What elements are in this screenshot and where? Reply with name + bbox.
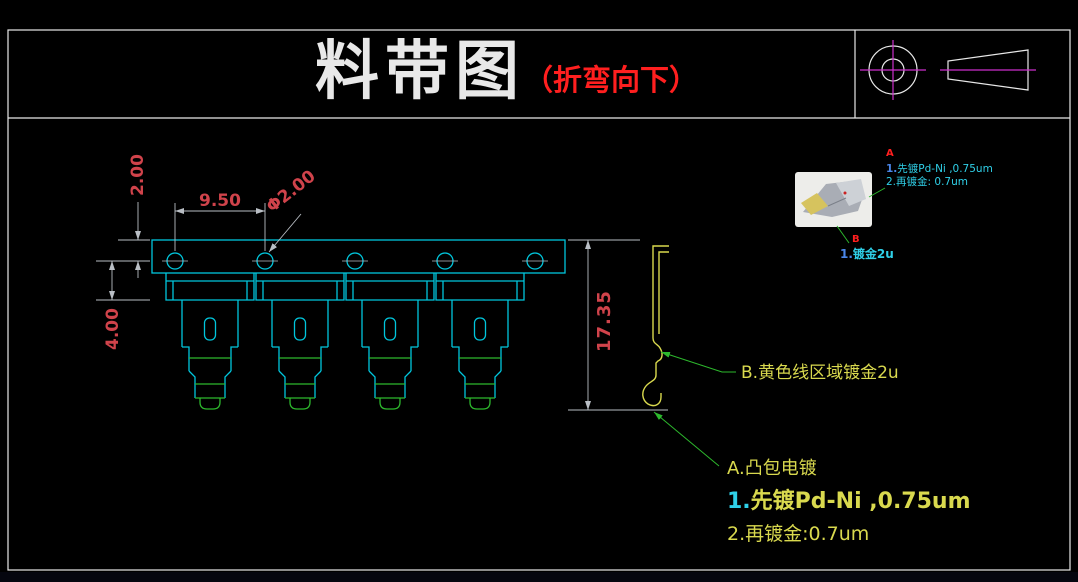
detail-line2: 2.再镀金: 0.7um — [886, 175, 968, 188]
detail-red-mark — [843, 191, 847, 195]
note-a-plating1-num: 1. — [727, 489, 751, 514]
detail-b-note: 1.镀金2u — [840, 246, 894, 261]
page-subtitle: （折弯向下） — [524, 63, 698, 97]
detail-gold-zone — [801, 193, 828, 215]
dim-text-hole-dia: Φ2.00 — [263, 166, 320, 217]
bent-terminal-profile — [642, 245, 669, 407]
page-title: 料带图 — [315, 34, 525, 109]
dim-overall-height: 17.35 — [568, 239, 668, 411]
detail-callout: A 1.先镀Pd-Ni ,0.75um 2.再镀金: 0.7um B 1.镀金2… — [795, 148, 993, 261]
detail-part-arm — [836, 179, 866, 206]
note-a-text: A.凸包电镀 — [727, 458, 817, 479]
detail-a-label: A — [886, 148, 894, 159]
terminal-1 — [165, 272, 255, 410]
dim-pitch: 9.50 — [174, 191, 266, 251]
dim-hole-dia: Φ2.00 — [263, 166, 320, 253]
dim-text-top-margin: 2.00 — [128, 154, 148, 196]
terminal-2 — [255, 272, 345, 410]
detail-line1-text: 先镀Pd-Ni ,0.75um — [897, 162, 993, 175]
detail-line1: 1.先镀Pd-Ni ,0.75um — [886, 162, 993, 175]
terminal-4 — [435, 272, 525, 410]
dim-text-overall-height: 17.35 — [594, 290, 615, 352]
detail-b-note-text: 镀金2u — [853, 246, 894, 261]
terminal-3 — [345, 272, 435, 410]
projection-view-icon — [860, 40, 1036, 100]
dim-text-pitch: 9.50 — [199, 191, 241, 211]
carrier-strip — [151, 239, 566, 274]
note-a-plating2: 2.再镀金:0.7um — [727, 523, 869, 545]
detail-b-label: B — [852, 234, 860, 245]
note-b-text: B.黄色线区域镀金2u — [741, 363, 899, 383]
dim-hole-to-shoulder: 4.00 — [96, 260, 150, 350]
detail-b-note-num: 1. — [840, 247, 853, 261]
projection-cone-icon — [947, 49, 1029, 91]
note-b: B.黄色线区域镀金2u — [660, 351, 899, 383]
dim-text-hole-to-shoulder: 4.00 — [103, 308, 123, 350]
note-a: A.凸包电镀 1.先镀Pd-Ni ,0.75um 2.再镀金:0.7um — [653, 411, 971, 545]
note-a-plating1-text: 先镀Pd-Ni ,0.75um — [751, 488, 971, 514]
dim-top-margin: 2.00 — [118, 154, 150, 278]
sheet-border — [7, 29, 1071, 571]
bottom-bar — [0, 572, 1078, 582]
detail-line1-num: 1. — [886, 163, 897, 175]
note-a-plating1: 1.先镀Pd-Ni ,0.75um — [727, 488, 971, 514]
